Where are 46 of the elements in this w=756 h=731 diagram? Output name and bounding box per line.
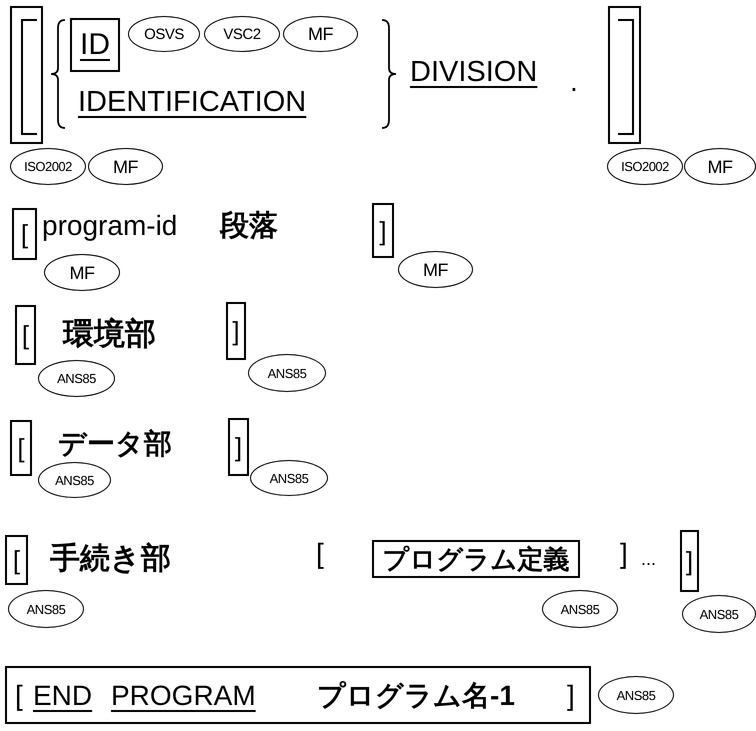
bracket-box [608,6,641,144]
bracket-box: ] [372,203,394,258]
standard-tag: MF [398,251,473,288]
syntax-text: program-id [42,212,178,240]
bracket-box [10,6,43,144]
bracket-box: [ [12,208,37,260]
standard-tag: ANS85 [682,595,756,633]
keyword-box: ID [70,18,120,72]
bracket-box: ] [226,302,246,360]
standard-tag: OSVS [128,16,200,52]
standard-tag: MF [44,254,120,291]
standard-tag: MF [283,16,358,52]
bracket-symbol: ] [567,682,575,710]
standard-tag: ISO2002 [607,148,683,185]
keyword: IDENTIFICATION [78,88,306,117]
syntax-text: ] [620,540,628,568]
standard-tag: VSC2 [204,16,280,52]
syntax-text: ... [641,550,656,568]
standard-tag: ANS85 [598,676,674,714]
standard-tag: ANS85 [250,460,328,496]
placeholder-text: プログラム名-1 [317,682,515,710]
bracket-symbol: [ [15,682,23,710]
bracket-box: [ [5,535,28,585]
standard-tag: ANS85 [38,360,115,397]
optional-clause-box [5,666,591,724]
bracket-box: [ [10,420,32,476]
placeholder-box: プログラム定義 [372,540,580,578]
keyword: END [33,682,92,710]
placeholder-text: 環境部 [63,318,156,349]
keyword: DIVISION [410,58,538,87]
standard-tag: ANS85 [542,590,618,628]
standard-tag: ANS85 [38,462,111,498]
standard-tag: ISO2002 [10,148,86,185]
bracket-box: ] [680,530,699,592]
standard-tag: MF [684,148,756,185]
placeholder-text: 手続き部 [50,544,171,574]
placeholder-text: データ部 [58,430,172,458]
placeholder-text: 段落 [220,212,278,241]
syntax-text: . [570,68,578,96]
syntax-text: [ [316,540,324,568]
keyword: PROGRAM [111,682,256,710]
bracket-box: ] [228,418,249,476]
standard-tag: ANS85 [248,354,326,392]
bracket-box: [ [15,305,36,365]
standard-tag: MF [88,148,163,185]
standard-tag: ANS85 [8,590,84,628]
